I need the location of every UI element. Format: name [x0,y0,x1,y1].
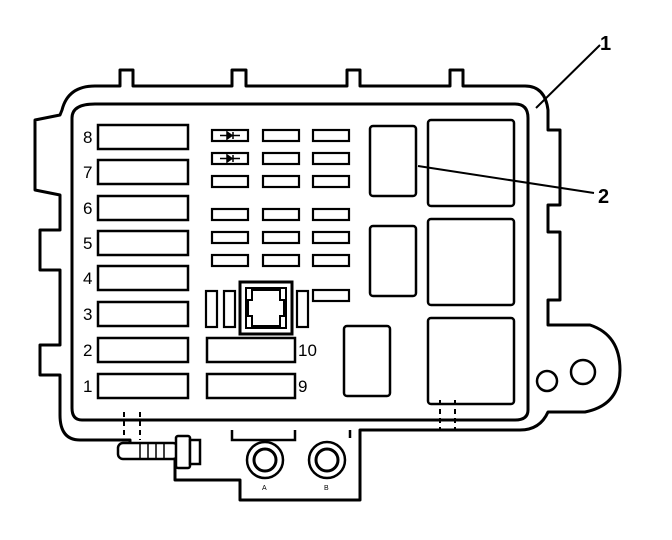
mini-fuse [261,128,301,143]
terminal-label-b: B [324,485,329,492]
fuse-slot-4 [96,264,190,292]
mini-fuse [261,230,301,245]
fuse-slot-10 [205,336,297,364]
vertical-mini-fuse [204,289,219,329]
relay-large-bottom [426,316,516,406]
mounting-bolts [535,358,597,393]
fuse-label-3: 3 [83,305,92,324]
diode-symbols [220,130,240,164]
terminal-b-inner [314,447,340,473]
mini-fuse [210,253,250,268]
fuse-label-1: 1 [83,377,92,396]
fuse-slot-6 [96,194,190,222]
mini-fuse [210,151,250,166]
vertical-mini-fuse [222,289,237,329]
fuse-label-4: 4 [83,269,92,288]
mini-fuse [311,230,351,245]
fuse-label-10: 10 [298,341,317,360]
terminal-a-outer [245,440,285,480]
fuse-label-2: 2 [83,341,92,360]
fuse-slot-7 [96,158,190,186]
callout-2: 2 [598,186,609,208]
fuse-label-7: 7 [83,163,92,182]
mini-fuse [311,128,351,143]
mini-fuse [210,128,250,143]
mini-fuse [311,253,351,268]
vertical-mini-fuse [295,289,310,329]
relay-small-top [368,124,418,198]
housing-inner-outline [70,102,530,422]
callout-1: 1 [600,33,611,55]
terminal-bracket [230,430,352,480]
terminal-b-outer [307,440,347,480]
mini-fuse [261,207,301,222]
mini-fuse [210,207,250,222]
fuse-slot-1 [96,372,190,400]
lower-fuse-slots [205,336,297,400]
relay-large-top [426,118,516,208]
fuse-label-6: 6 [83,199,92,218]
left-fuse-slots [96,123,190,400]
mini-fuse [261,253,301,268]
fuse-label-9: 9 [298,377,307,396]
relay-small-bottom [342,324,392,398]
mini-fuse [261,174,301,189]
housing-outer-outline [33,68,622,502]
square-connector [238,280,294,336]
fuse-slot-5 [96,229,190,257]
fuse-label-5: 5 [83,234,92,253]
mini-fuse [210,230,250,245]
mini-fuse-grid [204,128,351,329]
terminal-a-inner [252,447,278,473]
fuse-label-8: 8 [83,128,92,147]
terminal-label-a: A [262,485,267,492]
relay-group [342,118,516,406]
mini-fuse [210,174,250,189]
mini-fuse [311,288,351,303]
fuse-slot-9 [205,372,297,400]
left-fuse-labels: 8 7 6 5 4 3 2 1 [83,128,92,396]
fuse-slot-3 [96,300,190,328]
mini-fuse [311,174,351,189]
leader-line-1 [535,44,601,109]
relay-small-middle [368,224,418,298]
stud-thread [139,443,165,459]
bolt-hole [535,369,559,393]
leader-line-2 [417,165,595,194]
leader-lines [417,44,601,194]
hidden-lines [123,400,456,440]
bolt-hole [569,358,597,386]
fuse-slot-2 [96,336,190,364]
relay-large-middle [426,217,516,307]
fuse-slot-8 [96,123,190,151]
mini-fuse [311,151,351,166]
mini-fuse [311,207,351,222]
mini-fuse [261,151,301,166]
